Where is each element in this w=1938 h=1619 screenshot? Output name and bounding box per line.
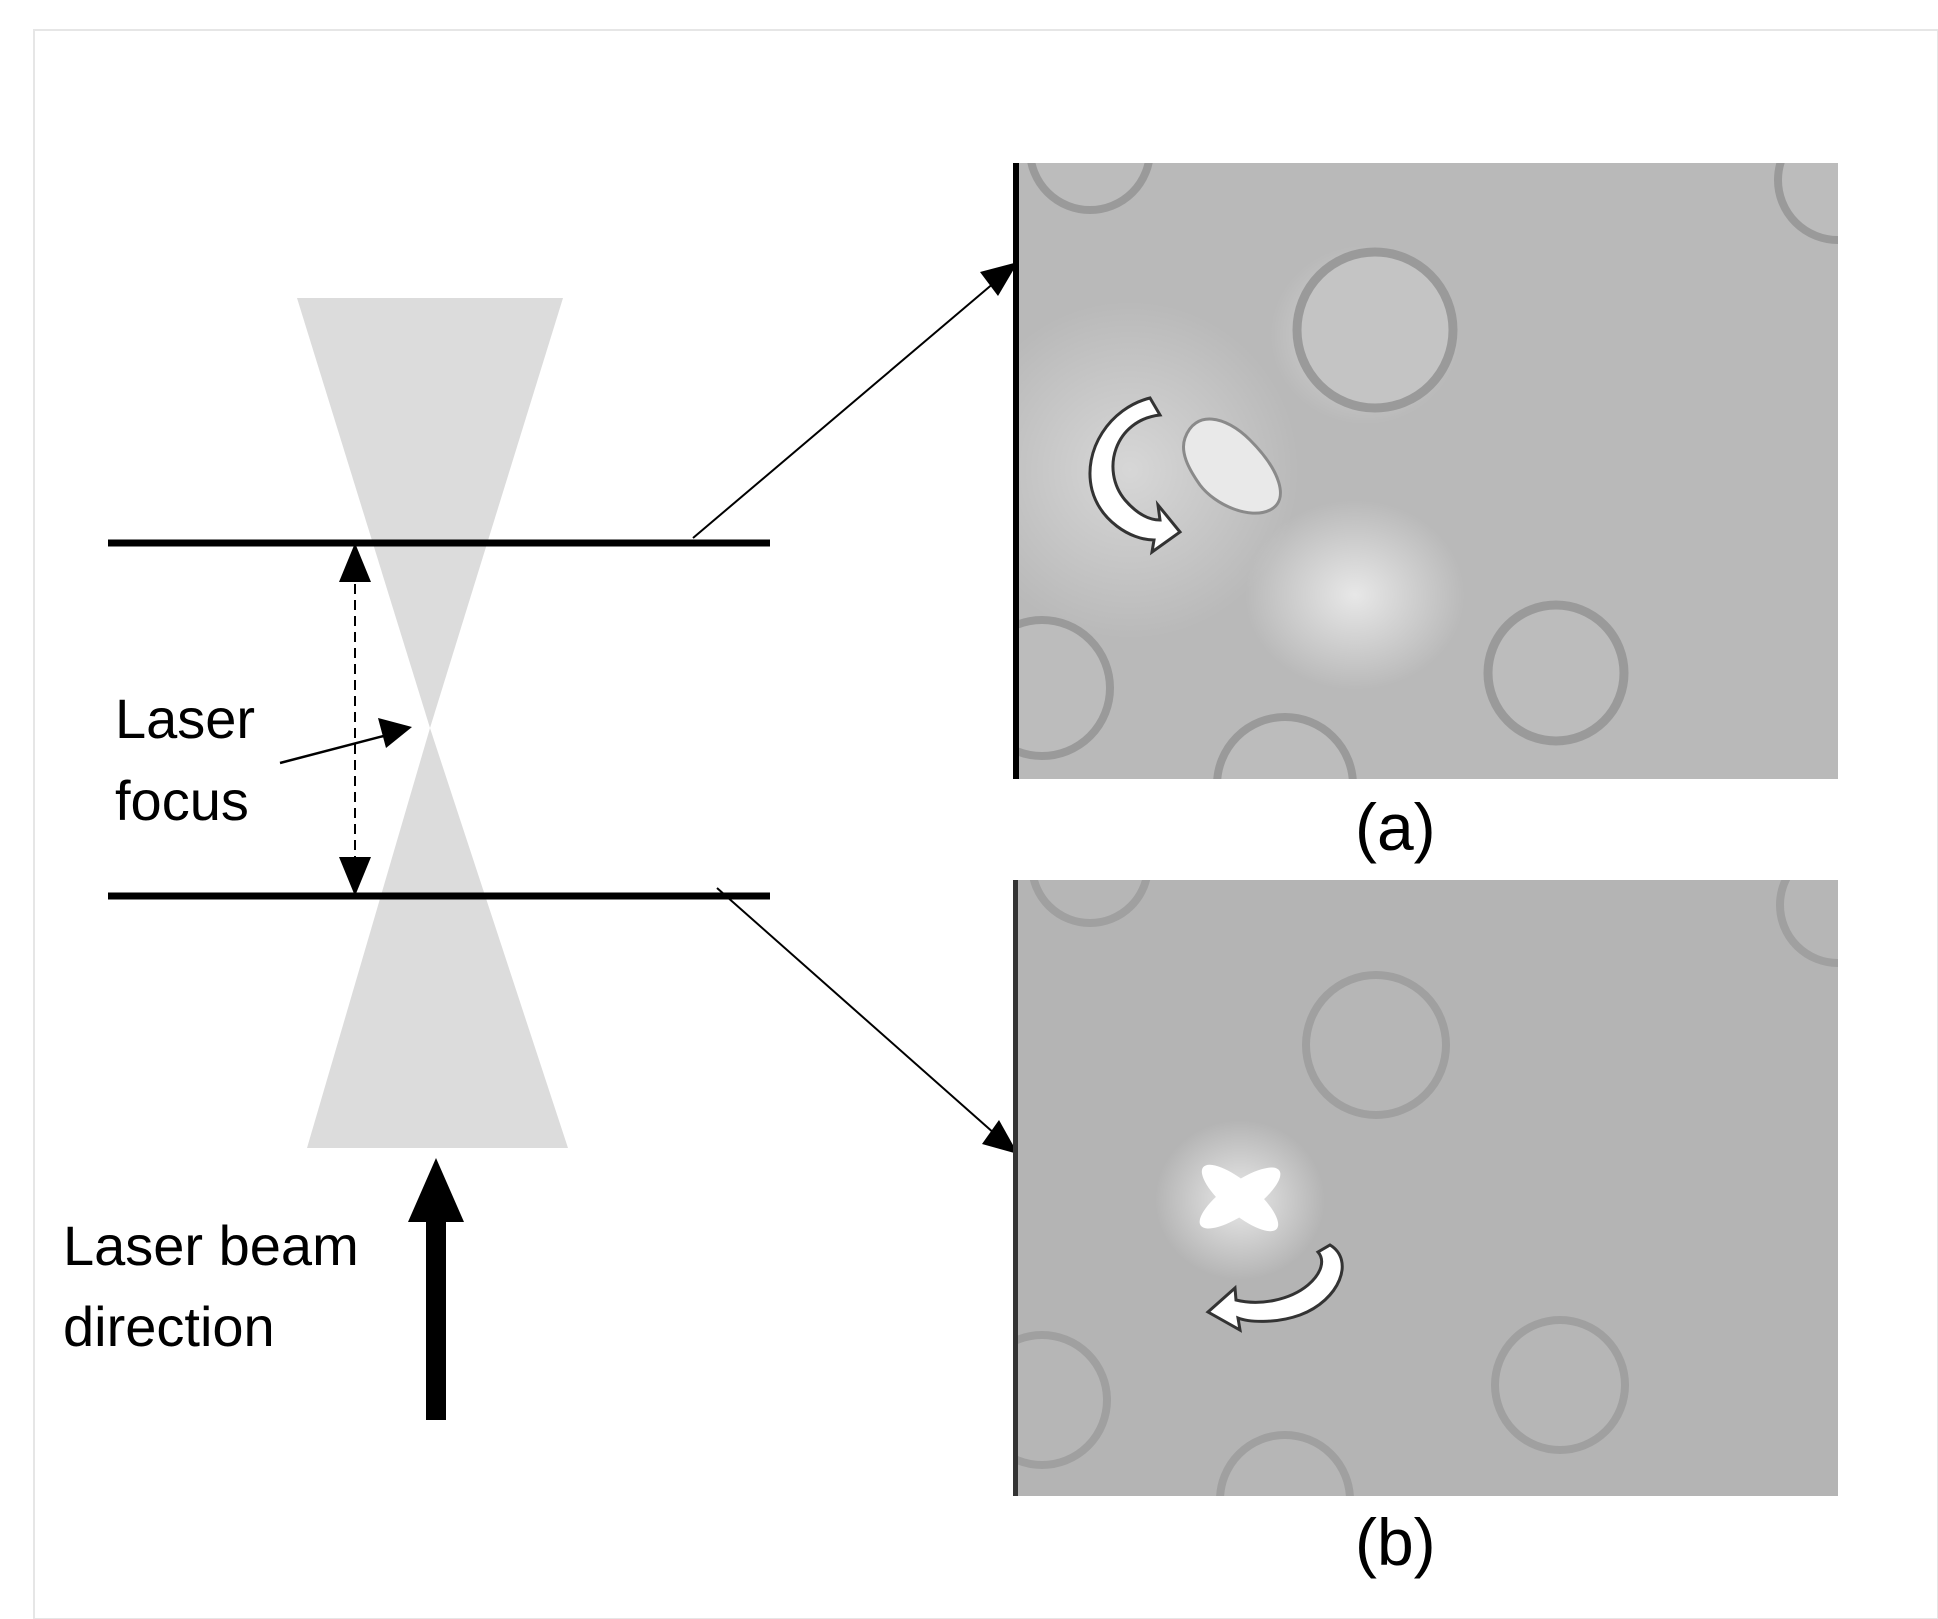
cell-b-2 xyxy=(1491,1316,1629,1454)
beam-direction-arrow-shaft xyxy=(426,1210,446,1420)
micrograph-b-background xyxy=(1013,880,1838,1496)
micrograph-a xyxy=(1013,163,1838,779)
cell-b-4 xyxy=(1216,1431,1354,1496)
beam-direction-label-line1: Laser beam xyxy=(63,1214,359,1277)
cell-b-6 xyxy=(1776,880,1838,967)
cell-a-5 xyxy=(1027,163,1153,214)
cell-a-3 xyxy=(1013,616,1114,760)
micrograph-b xyxy=(1013,880,1838,1496)
depth-arrow-top-head xyxy=(339,543,371,582)
cell-a-4 xyxy=(1213,713,1357,779)
micrograph-b-left-edge xyxy=(1013,880,1018,1496)
focus-pointer-head xyxy=(378,718,412,748)
depth-arrow-bottom-head xyxy=(339,857,371,896)
trapped-particle-b xyxy=(1199,1164,1281,1232)
beam-direction-label-line2: direction xyxy=(63,1295,275,1358)
cell-b-3 xyxy=(1013,1331,1111,1469)
cell-b-5 xyxy=(1029,880,1151,927)
trapped-particle-a xyxy=(1182,417,1282,515)
rotation-arrow-a xyxy=(1088,396,1183,556)
connector-arrow-b-head xyxy=(982,1120,1018,1154)
beam-direction-arrow-head xyxy=(408,1158,464,1222)
cell-b-1 xyxy=(1302,971,1450,1119)
laser-beam-cone xyxy=(297,298,568,1148)
upper-cone xyxy=(297,298,563,728)
glow-a-2 xyxy=(1245,500,1465,690)
micrograph-a-left-edge xyxy=(1013,163,1019,779)
glow-a-1 xyxy=(1013,300,1300,640)
connector-arrow-a xyxy=(692,281,996,539)
laser-focus-label-line1: Laser xyxy=(115,687,255,750)
panel-b-label: (b) xyxy=(1355,1505,1436,1579)
laser-focus-label-line2: focus xyxy=(115,769,249,832)
figure-border xyxy=(33,29,1938,1619)
connector-arrow-a-head xyxy=(980,262,1018,296)
cell-a-6 xyxy=(1774,163,1838,244)
cell-a-2 xyxy=(1483,600,1629,746)
rotation-arrow-b xyxy=(1205,1243,1344,1333)
focus-pointer-arrow xyxy=(279,731,396,765)
cell-a-1 xyxy=(1292,247,1458,413)
panel-a-label: (a) xyxy=(1355,790,1436,864)
lower-cone xyxy=(307,728,568,1148)
connector-arrow-b xyxy=(716,887,996,1135)
